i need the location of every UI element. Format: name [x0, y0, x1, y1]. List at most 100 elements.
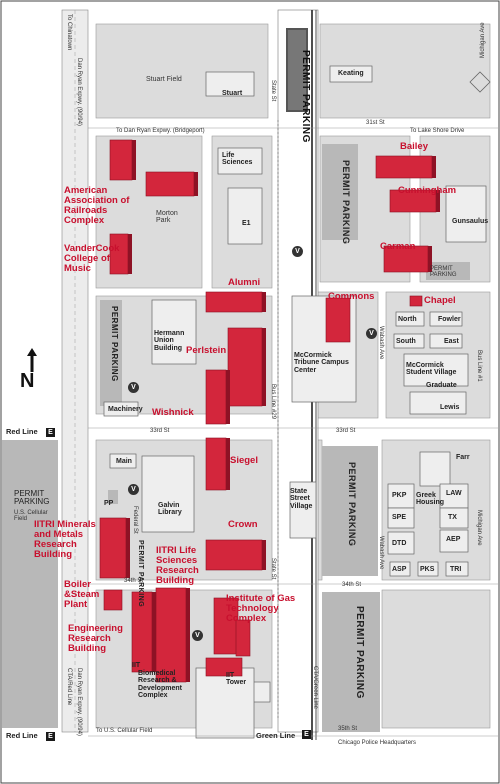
north-arrow-icon: [27, 348, 37, 372]
visitor-marker-icon-5: V: [192, 630, 203, 641]
dtd-label: DTD: [392, 540, 407, 547]
gunsaulus-label: Gunsaulus: [452, 218, 489, 225]
michigan-ave-label-lower: Michigan Ave: [476, 510, 482, 546]
alumni-label: Alumni: [228, 277, 261, 288]
33rd-st-label-west: 33rd St: [150, 428, 170, 434]
red-buildings: [99, 139, 440, 683]
visitor-marker-icon-2: V: [366, 328, 377, 339]
tri-label: TRI: [450, 566, 462, 573]
graduate-label: Graduate: [426, 382, 457, 389]
mccormick-student-village-label: McCormick Student Village: [406, 362, 457, 377]
pks-label: PKS: [420, 566, 435, 573]
visitor-marker-icon-4: V: [128, 484, 139, 495]
hermann-union-label: Hermann Union Building: [154, 330, 185, 352]
dan-ryan-label-lower: Dan Ryan Expwy. (90/94): [76, 668, 82, 736]
pkp-label: PKP: [392, 492, 407, 499]
morton-park-label: Morton Park: [156, 210, 178, 225]
west-permit-parking-area: [2, 440, 58, 728]
police-hq-label: Chicago Police Headquarters: [338, 740, 417, 746]
stuart-label: Stuart: [222, 90, 243, 97]
federal-st-label: Federal St: [132, 506, 138, 534]
iitri-life-sciences-label: IITRI Life Sciences Research Building: [156, 545, 199, 586]
to-lake-shore-label: To Lake Shore Drive: [410, 128, 465, 134]
gas-technology-label: Institute of Gas Technology Complex: [226, 593, 296, 624]
bus-line-29-label: Bus Line #29: [270, 384, 276, 420]
iit-tower-label: IIT Tower: [226, 672, 247, 687]
aep-label: AEP: [446, 536, 461, 543]
bus-line-1-label: Bus Line #1: [476, 350, 482, 382]
red-line-top-station-icon: E: [46, 428, 55, 437]
dan-ryan-label: Dan Ryan Expwy. (90/94): [76, 58, 82, 126]
fowler-label: Fowler: [438, 316, 461, 323]
visitor-marker-icon-1: V: [292, 246, 303, 257]
green-line-label: Green Line: [256, 731, 296, 740]
commons-label: Commons: [328, 291, 375, 302]
cunningham-label: Cunningham: [398, 185, 457, 196]
iitri-minerals-label: IITRI Minerals and Metals Research Build…: [34, 519, 96, 560]
red-line-top-label: Red Line: [6, 427, 38, 436]
34th-st-label-east: 34th St: [342, 582, 362, 588]
red-line-bottom-station-icon: E: [46, 732, 55, 741]
bailey-label: Bailey: [400, 141, 428, 152]
top-permit-parking-label: PERMIT PARKING: [300, 50, 311, 143]
asp-label: ASP: [392, 566, 407, 573]
34th-st-label-west: 34th St: [124, 578, 144, 584]
small-permit-parking-label: PERMIT PARKING: [430, 266, 457, 279]
cta-red-line-label: CTA/Red Line: [66, 668, 72, 706]
cellular-field-label: U.S. Cellular Field: [14, 510, 48, 523]
lower-right-permit-parking-label: PERMIT PARKING: [354, 606, 365, 699]
state-street-village-label: State Street Village: [290, 488, 313, 510]
chapel-label: Chapel: [424, 295, 456, 306]
perlstein-label: Perlstein: [186, 345, 227, 356]
state-st-label-top: State St: [270, 80, 276, 102]
spe-label: SPE: [392, 514, 407, 521]
tx-label: TX: [448, 514, 457, 521]
stuart-field-label: Stuart Field: [146, 76, 182, 83]
michigan-ave-label-top: Michigan Ave: [480, 22, 486, 58]
parking-lots: [100, 144, 470, 732]
left-permit-parking-label: PERMIT PARKING: [110, 306, 119, 382]
west-permit-parking-label: PERMIT PARKING: [14, 489, 50, 507]
north-label: North: [398, 316, 417, 323]
lower-mid-permit-parking-label: PERMIT PARKING: [347, 462, 357, 547]
small-lot-permit-parking-label: PERMIT PARKING: [137, 540, 144, 608]
31st-st-label: 31st St: [366, 120, 385, 126]
green-line-station-icon: E: [302, 730, 311, 739]
visitor-marker-icon-3: V: [128, 382, 139, 393]
south-label: South: [396, 338, 416, 345]
wabash-ave-label: Wabash Ave: [378, 326, 384, 360]
to-cellular-field-label: To U.S. Cellular Field: [96, 728, 153, 734]
crown-label: Crown: [228, 519, 258, 530]
cta-green-line-label: CTA/Green Line: [312, 666, 318, 709]
to-dan-ryan-label: To Dan Ryan Expwy. (Bridgeport): [116, 128, 205, 134]
aar-complex-label: American Association of Railroads Comple…: [64, 185, 130, 226]
mid-permit-parking-label: PERMIT PARKING: [341, 160, 351, 245]
life-sciences-label: Life Sciences: [222, 152, 253, 167]
siegel-label: Siegel: [230, 455, 258, 466]
keating-label: Keating: [338, 70, 364, 77]
greek-housing-label: Greek Housing: [416, 492, 444, 507]
galvin-library-label: Galvin Library: [158, 502, 182, 517]
farr-label: Farr: [456, 454, 470, 461]
pp-label: PP: [104, 500, 114, 507]
north-label: N: [20, 370, 35, 392]
vandercook-label: VanderCook College of Music: [64, 243, 120, 274]
gray-buildings: [103, 65, 487, 739]
wishnick-label: Wishnick: [152, 407, 194, 418]
33rd-st-label-east: 33rd St: [336, 428, 356, 434]
boiler-steam-plant-label: Boiler &Steam Plant: [64, 579, 100, 610]
red-line-bottom-label: Red Line: [6, 731, 38, 740]
law-label: LAW: [446, 490, 462, 497]
lewis-label: Lewis: [440, 404, 460, 411]
mccormick-center-label: McCormick Tribune Campus Center: [294, 352, 349, 374]
e1-label: E1: [242, 220, 251, 227]
carman-label: Carman: [380, 241, 416, 252]
wabash-ave-label-lower: Wabash Ave: [378, 536, 384, 570]
state-st-label-bottom: State St: [270, 558, 276, 580]
to-chinatown-label: To Chinatown: [66, 14, 72, 51]
35th-st-label: 35th St: [338, 726, 358, 732]
iit-label: IIT: [132, 662, 141, 669]
machinery-label: Machinery: [108, 406, 143, 413]
